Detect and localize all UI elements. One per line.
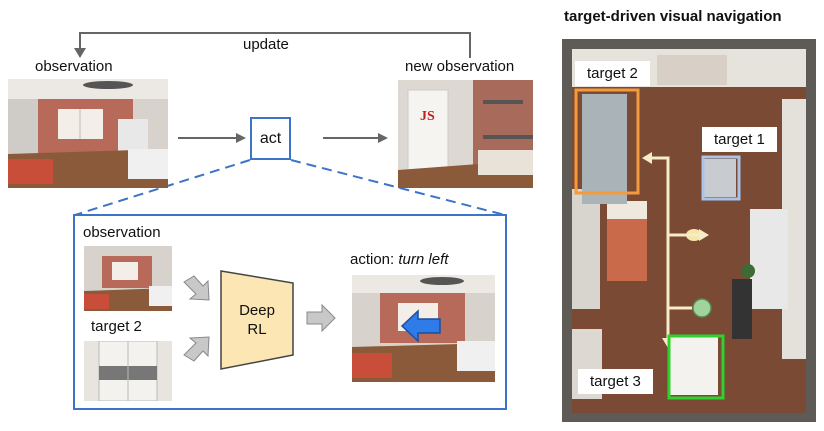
action-label: action: turn left bbox=[350, 251, 448, 268]
path-arrowhead-target1 bbox=[699, 229, 709, 241]
observation-image bbox=[8, 79, 168, 188]
update-label: update bbox=[243, 36, 289, 53]
svg-text:JS: JS bbox=[420, 109, 435, 124]
action-value: turn left bbox=[398, 251, 449, 268]
deep-rl-line2: RL bbox=[247, 321, 267, 338]
deep-rl-line1: Deep bbox=[239, 302, 275, 319]
agent-position-marker bbox=[692, 298, 712, 318]
deep-rl-model bbox=[220, 270, 294, 370]
detail-target-label: target 2 bbox=[91, 318, 142, 335]
path-arrowhead-target2 bbox=[642, 152, 652, 164]
target2-tag: target 2 bbox=[575, 61, 650, 86]
new-observation-label: new observation bbox=[405, 58, 515, 75]
turn-left-arrow-icon bbox=[400, 309, 441, 343]
update-arrowhead bbox=[74, 48, 86, 58]
target2-box bbox=[574, 88, 640, 195]
detail-target-image bbox=[84, 341, 172, 401]
model-to-action-arrow bbox=[306, 303, 336, 333]
action-image bbox=[352, 275, 495, 382]
detail-observation-image bbox=[84, 246, 172, 311]
zoom-line-right bbox=[290, 159, 506, 216]
observation-label: observation bbox=[35, 58, 113, 75]
top-down-map bbox=[562, 39, 816, 422]
new-observation-image: JS bbox=[398, 80, 533, 188]
deep-rl-detail-panel bbox=[73, 214, 507, 410]
navigation-path bbox=[650, 156, 700, 340]
target3-box bbox=[667, 334, 725, 400]
target3-tag: target 3 bbox=[578, 369, 653, 394]
action-prefix: action: bbox=[350, 251, 399, 268]
detail-observation-label: observation bbox=[83, 224, 161, 241]
deep-rl-text: Deep RL bbox=[221, 301, 293, 341]
target1-tag: target 1 bbox=[702, 127, 777, 152]
target1-box bbox=[701, 155, 741, 201]
zoom-line-left bbox=[74, 159, 251, 216]
obs-to-model-arrow bbox=[183, 275, 210, 301]
map-title: target-driven visual navigation bbox=[564, 8, 782, 25]
update-loop-arrow bbox=[79, 32, 471, 58]
act-node: act bbox=[250, 117, 291, 160]
target-to-model-arrow bbox=[183, 336, 210, 362]
